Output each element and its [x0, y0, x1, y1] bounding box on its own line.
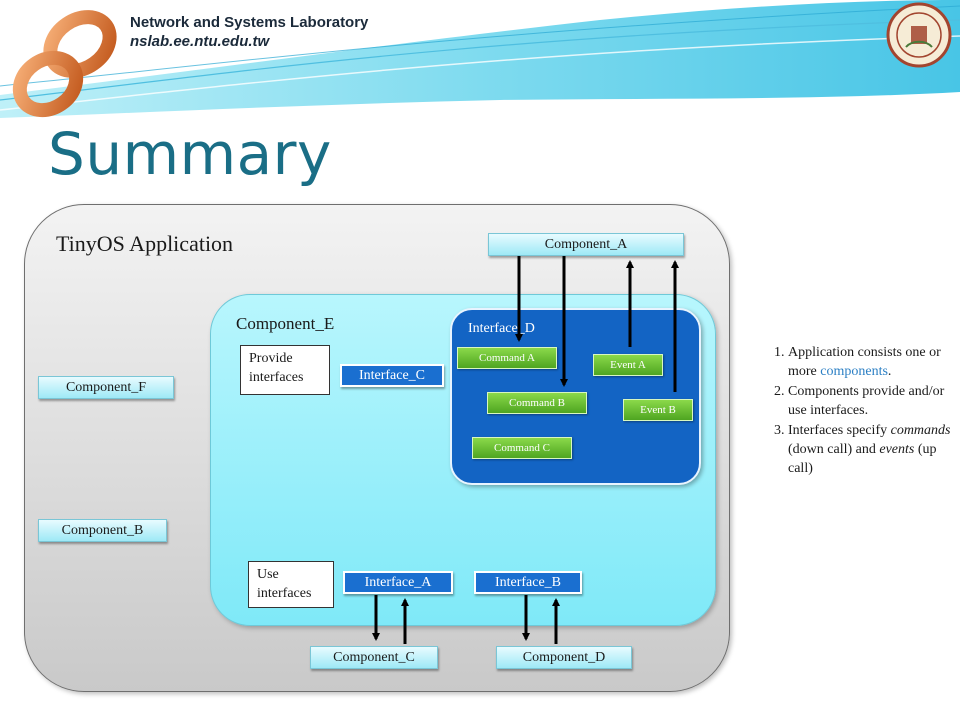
- component-f: Component_F: [38, 376, 174, 399]
- use-interfaces-box: Use interfaces: [248, 561, 334, 608]
- interface-c: Interface_C: [340, 364, 444, 387]
- nslab-logo-icon: [12, 10, 117, 118]
- event-a: Event A: [593, 354, 663, 376]
- ntu-seal-icon: [886, 2, 952, 68]
- provide-interfaces-box: Provide interfaces: [240, 345, 330, 395]
- summary-notes: Application consists one or more compone…: [752, 343, 957, 479]
- interface-d-label: Interface_D: [468, 321, 535, 336]
- command-b: Command B: [487, 392, 587, 414]
- lab-title: Network and Systems Laboratory: [130, 14, 369, 31]
- slide-title: Summary: [48, 120, 332, 188]
- event-b: Event B: [623, 399, 693, 421]
- interface-a: Interface_A: [343, 571, 453, 594]
- component-c: Component_C: [310, 646, 438, 669]
- component-b: Component_B: [38, 519, 167, 542]
- lab-url: nslab.ee.ntu.edu.tw: [130, 33, 270, 50]
- note-item: Components provide and/or use interfaces…: [788, 382, 957, 420]
- header-wave-background: [0, 0, 960, 135]
- command-a: Command A: [457, 347, 557, 369]
- note-item: Interfaces specify commands (down call) …: [788, 421, 957, 478]
- command-c: Command C: [472, 437, 572, 459]
- component-e-label: Component_E: [236, 314, 335, 333]
- note-item: Application consists one or more compone…: [788, 343, 957, 381]
- component-a: Component_A: [488, 233, 684, 256]
- interface-b: Interface_B: [474, 571, 582, 594]
- component-d: Component_D: [496, 646, 632, 669]
- tinyos-application-label: TinyOS Application: [56, 231, 234, 256]
